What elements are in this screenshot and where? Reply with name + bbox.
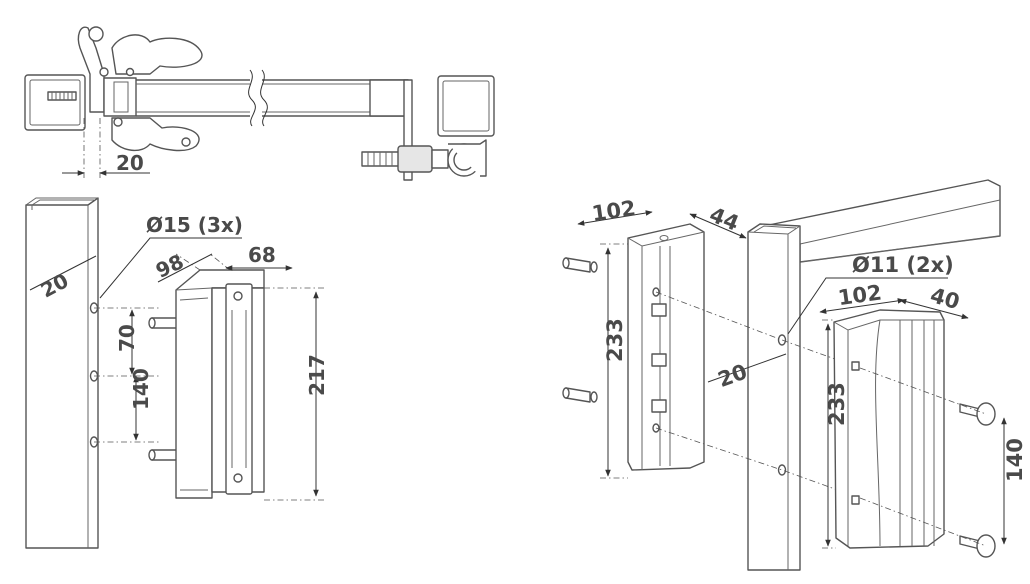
right-hole-1	[777, 334, 787, 346]
right-post	[747, 223, 801, 571]
top-beam	[136, 79, 409, 117]
dim-right-b-depth: 40	[928, 283, 963, 314]
top-hinge-plate	[403, 79, 413, 181]
top-left-post	[24, 74, 86, 131]
dim-left-bracket-height: 217	[305, 354, 329, 396]
dim-right-offset: 20	[715, 360, 751, 393]
right-part-a: 102 44 233	[562, 196, 747, 479]
left-magnet-slot	[225, 283, 253, 495]
dim-left-bracket-depth: 98	[152, 249, 187, 283]
top-screw	[47, 91, 77, 101]
dim-left-bracket-width: 68	[248, 243, 276, 267]
dim-right-b-height: 233	[825, 382, 849, 426]
dim-left-spacing-2: 140	[129, 368, 153, 410]
dim-left-hole-dia: Ø15 (3x)	[146, 213, 243, 237]
right-post-assembly: Ø11 (2x) 20	[655, 179, 1001, 571]
dim-right-a-height: 233	[603, 318, 627, 362]
left-bolt-bottom	[151, 449, 179, 461]
right-b-body	[833, 309, 945, 549]
dim-right-b-spacing: 140	[1003, 438, 1027, 482]
dim-left-spacing-1: 70	[115, 324, 139, 352]
right-part-b: 102 40 233 140	[819, 280, 1027, 558]
dim-top-gap: 20	[116, 151, 144, 175]
right-screw-top	[565, 257, 591, 273]
top-wing-plate	[111, 34, 203, 75]
left-bracket-assembly: 98 68 217	[148, 243, 329, 501]
top-lower-wing	[111, 117, 200, 152]
dim-right-a-depth: 44	[706, 203, 742, 236]
top-view: 20	[24, 26, 495, 181]
left-post-assembly: Ø15 (3x) 20 70 140	[25, 197, 243, 549]
right-screw-bottom	[565, 387, 591, 403]
left-post	[25, 197, 99, 549]
dim-right-a-width: 102	[590, 196, 637, 226]
top-right-post	[437, 75, 495, 137]
dim-right-hole-dia: Ø11 (2x)	[852, 253, 954, 277]
right-a-body	[627, 223, 705, 471]
right-hole-2	[777, 464, 787, 476]
left-bolt-top	[151, 317, 179, 329]
top-bracket	[103, 77, 137, 117]
dim-right-b-width: 102	[836, 280, 883, 310]
